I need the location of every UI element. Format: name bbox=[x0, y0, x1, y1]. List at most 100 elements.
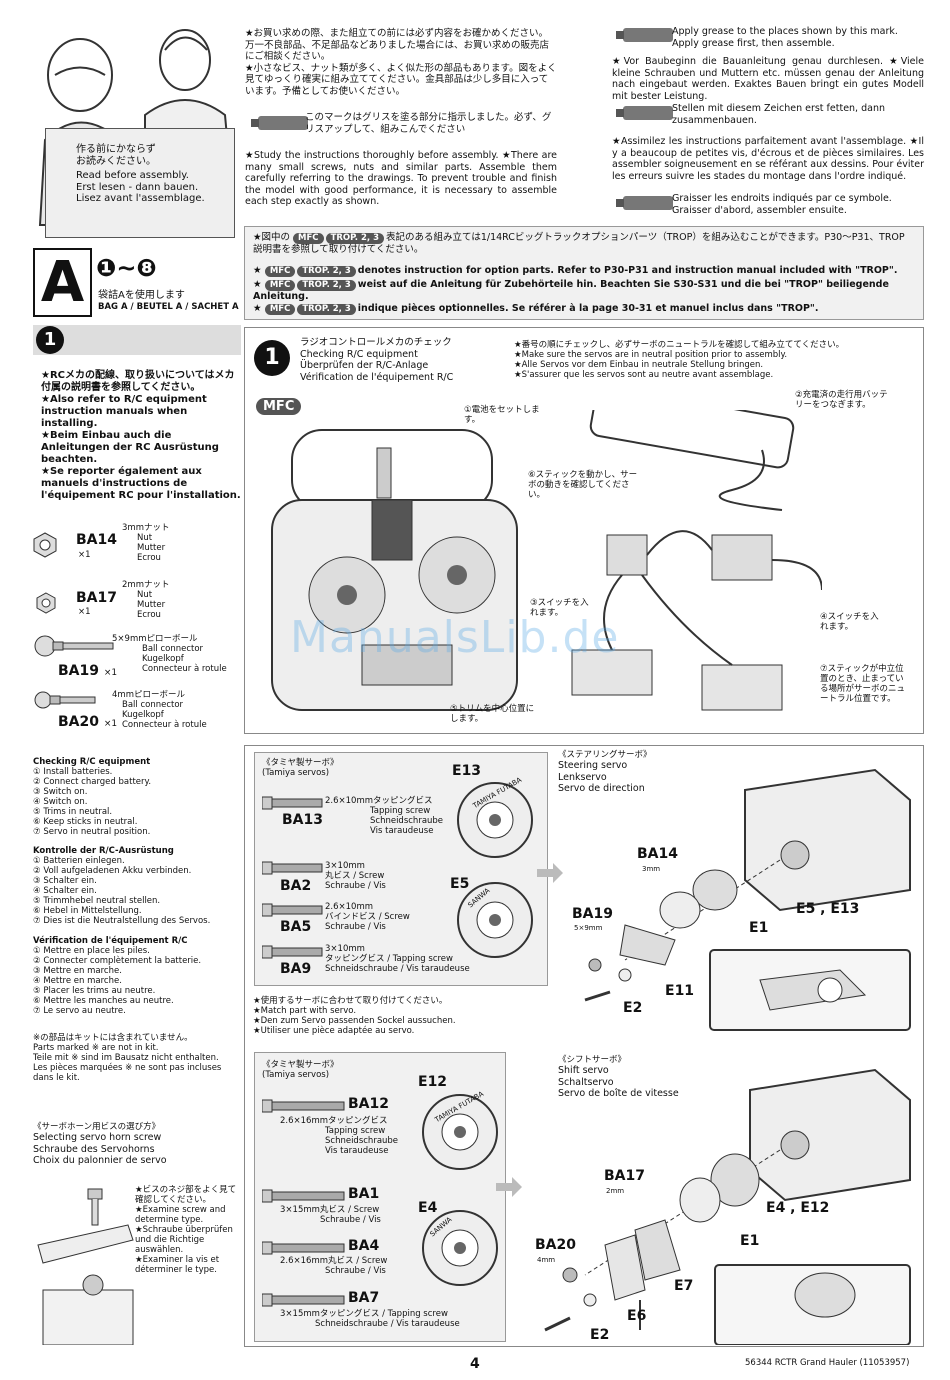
ball-connector-icon bbox=[34, 635, 114, 657]
label-e1: E1 bbox=[740, 1233, 760, 1249]
label-e4-e12: E4 , E12 bbox=[766, 1200, 830, 1216]
shift-servo-assembly-illustration bbox=[544, 1068, 911, 1345]
grease-note-de: Stellen mit diesem Zeichen erst fetten, … bbox=[672, 103, 885, 126]
part-qty: ×1 bbox=[78, 550, 91, 560]
servo-horn-disc-icon bbox=[422, 1210, 498, 1286]
notes-jp: ★お買い求めの際、また組立ての前には必ず内容をお確かめください。万一不良部品、不… bbox=[245, 28, 557, 97]
screw-code: BA7 bbox=[348, 1290, 380, 1306]
label-ba19: BA19 bbox=[572, 906, 613, 922]
bag-note-jp: 袋詰Aを使用します bbox=[98, 290, 185, 301]
screw-code: BA9 bbox=[280, 961, 312, 977]
ball-connector-icon bbox=[34, 691, 96, 709]
grease-mark-icon bbox=[251, 116, 308, 130]
servo-horn-screw-illustration bbox=[37, 1188, 134, 1345]
arrow-right-icon bbox=[537, 863, 563, 883]
label-ba19-size: 5×9mm bbox=[574, 924, 603, 932]
read-before-caption-jp: 作る前にかならずお読みください。 bbox=[76, 144, 156, 167]
screw-code: BA1 bbox=[348, 1186, 380, 1202]
label-e7: E7 bbox=[674, 1278, 694, 1294]
checklist-en: Checking R/C equipment ① Install batteri… bbox=[33, 757, 152, 837]
checklist-fr: Vérification de l'équipement R/C ① Mettr… bbox=[33, 936, 202, 1016]
tapping-screw-icon bbox=[262, 796, 323, 810]
watermark: ManualsLib.de bbox=[290, 612, 620, 663]
notes-de: ★Vor Baubeginn die Bauanleitung genau du… bbox=[612, 56, 924, 102]
label-ba17-size: 2mm bbox=[606, 1187, 625, 1195]
screw-code: BA13 bbox=[282, 812, 323, 828]
screw-icon bbox=[262, 1241, 345, 1255]
checklist-de: Kontrolle der R/C-Ausrüstung ① Batterien… bbox=[33, 846, 211, 926]
servo-horn-disc-icon bbox=[422, 1094, 498, 1170]
screw-icon bbox=[262, 903, 323, 917]
rc-manual-note: ★RCメカの配線、取り扱いについてはメカ付属の説明書を参照してください。 ★Al… bbox=[41, 370, 241, 501]
arrow-right-icon bbox=[496, 1177, 522, 1197]
screw-code: BA2 bbox=[280, 878, 312, 894]
screw-icon bbox=[262, 1189, 345, 1203]
read-before-sign bbox=[45, 128, 235, 238]
label-ba20: BA20 bbox=[535, 1237, 576, 1253]
horn-code: E5 bbox=[450, 876, 470, 892]
grease-note-fr: Graisser les endroits indiqués par ce sy… bbox=[672, 193, 892, 216]
section-letter: A bbox=[33, 248, 92, 317]
label-e11: E11 bbox=[665, 983, 695, 999]
part-qty: ×1 bbox=[78, 607, 91, 617]
screw-code: BA12 bbox=[348, 1096, 389, 1112]
screw-code: BA5 bbox=[280, 919, 312, 935]
tapping-screw-icon bbox=[262, 1293, 345, 1307]
tapping-screw-icon bbox=[262, 945, 323, 959]
label-e5-e13: E5 , E13 bbox=[796, 901, 860, 917]
servo-horn-disc-icon bbox=[457, 782, 533, 858]
callout-4: ④スイッチを入れます。 bbox=[820, 612, 879, 632]
model-code: 56344 RCTR Grand Hauler (11053957) bbox=[745, 1358, 910, 1368]
step-number: 1 bbox=[254, 340, 290, 376]
grease-note-en: Apply grease to the places shown by this… bbox=[672, 26, 898, 49]
horn-code: E13 bbox=[452, 763, 482, 779]
page-number: 4 bbox=[470, 1356, 480, 1372]
hex-nut-icon bbox=[33, 532, 57, 558]
horn-code: E4 bbox=[418, 1200, 438, 1216]
rc-equipment-illustration bbox=[271, 410, 822, 711]
label-ba14-size: 3mm bbox=[642, 865, 661, 873]
read-before-caption: Read before assembly.Erst lesen - dann b… bbox=[76, 170, 205, 204]
grease-mark-icon bbox=[616, 28, 673, 42]
label-e2: E2 bbox=[590, 1327, 610, 1343]
part-code: BA17 bbox=[76, 590, 117, 606]
step1-notes: ★番号の順にチェックし、必ずサーボのニュートラルを確認して組み立ててください。★… bbox=[514, 340, 845, 380]
grease-mark-icon bbox=[616, 196, 673, 210]
label-ba14: BA14 bbox=[637, 846, 678, 862]
steering-servos-label: 《タミヤ製サーボ》(Tamiya servos) bbox=[262, 758, 339, 778]
callout-3: ③スイッチを入れます。 bbox=[530, 598, 589, 618]
part-code: BA19 ×1 bbox=[58, 663, 118, 679]
part-code: BA20 ×1 bbox=[58, 714, 118, 730]
screw-code: BA4 bbox=[348, 1238, 380, 1254]
label-ba20-size: 4mm bbox=[537, 1256, 556, 1264]
label-ba17: BA17 bbox=[604, 1168, 645, 1184]
callout-2: ②充電済の走行用バッテリーをつなぎます。 bbox=[795, 390, 888, 410]
step-header: 1 bbox=[33, 325, 241, 355]
not-in-kit-note: ※の部品はキットには含まれていません。Parts marked ※ are no… bbox=[33, 1033, 222, 1083]
mfc-badge: MFC bbox=[256, 398, 302, 415]
mfc-badge: MFC bbox=[293, 233, 324, 244]
notes-fr: ★Assimilez les instructions parfaitement… bbox=[612, 136, 924, 182]
match-servo-note: ★使用するサーボに合わせて取り付けてください。★Match part with … bbox=[253, 996, 456, 1036]
label-e1: E1 bbox=[749, 920, 769, 936]
steering-servo-assembly-illustration bbox=[584, 768, 911, 1031]
servo-horn-disc-icon bbox=[457, 882, 533, 958]
callout-5: ⑤トリムを中心位置にします。 bbox=[450, 704, 535, 724]
